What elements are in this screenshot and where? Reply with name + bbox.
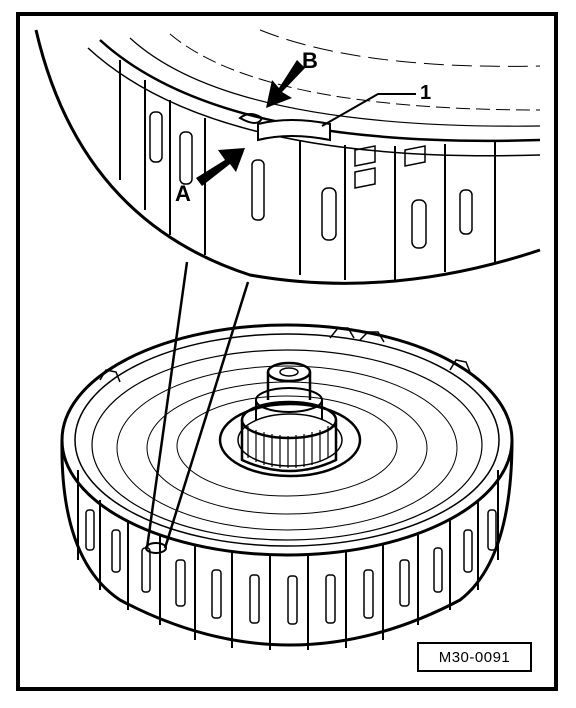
reference-code: M30-0091 bbox=[417, 642, 532, 672]
leader-1 bbox=[321, 93, 416, 127]
clutch-drum bbox=[60, 323, 514, 650]
arrow-a bbox=[196, 148, 245, 186]
arrow-b bbox=[266, 60, 305, 108]
label-b: B bbox=[302, 48, 318, 73]
label-1: 1 bbox=[420, 82, 432, 104]
magnified-detail bbox=[34, 29, 541, 285]
magnifier-leaders bbox=[145, 261, 250, 554]
outer-border bbox=[16, 12, 558, 691]
label-a: A bbox=[175, 181, 191, 206]
